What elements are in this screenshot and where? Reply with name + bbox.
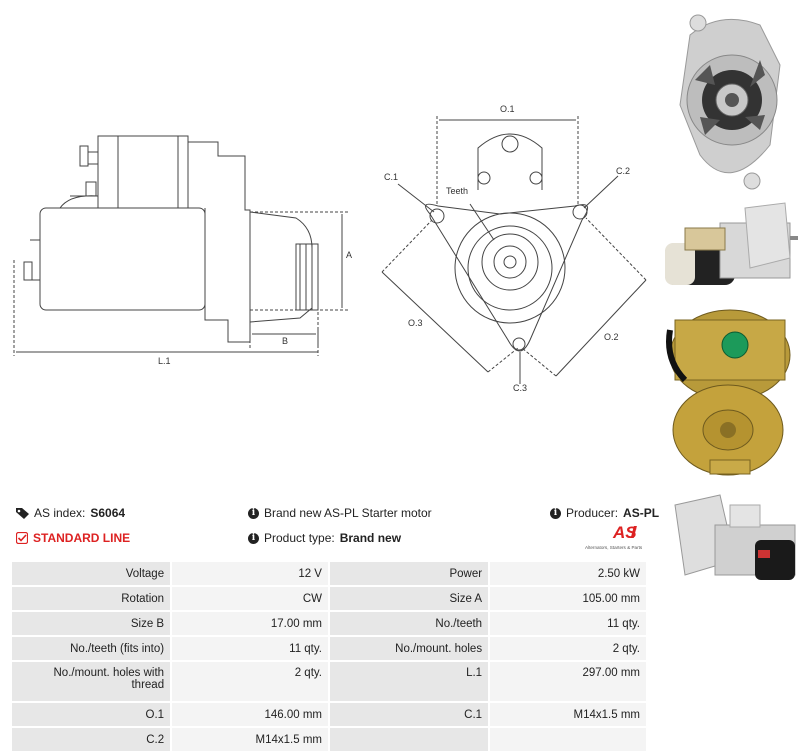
checkbox-checked-icon	[16, 532, 28, 544]
spec-label: Size A	[327, 585, 491, 612]
product-line-row: STANDARD LINE	[16, 531, 130, 545]
spec-label: Power	[327, 560, 491, 587]
spec-value: 12 V	[170, 560, 330, 587]
product-line-label: STANDARD LINE	[33, 531, 131, 545]
table-row: No./teeth (fits into) 11 qty. No./mount.…	[9, 635, 648, 662]
dimension-o3-label: O.3	[408, 318, 423, 328]
spec-label: No./mount. holes with thread	[9, 660, 173, 703]
as-index-value: S6064	[90, 506, 126, 520]
spec-value: 11 qty.	[488, 610, 648, 637]
table-row: No./mount. holes with thread 2 qty. L.1 …	[9, 660, 648, 703]
dimension-c2-label: C.2	[616, 166, 630, 176]
teeth-label: Teeth	[446, 186, 468, 196]
starter-photo-gold	[666, 309, 791, 476]
spec-label: O.1	[9, 701, 173, 728]
spec-label: No./mount. holes	[327, 635, 491, 662]
producer-label: Producer:	[566, 506, 619, 520]
dimension-o2-label: O.2	[604, 332, 619, 342]
info-icon: i	[550, 507, 561, 519]
spec-value: 2 qty.	[170, 660, 330, 703]
spec-value	[488, 726, 648, 753]
motor-body-outline	[39, 207, 206, 311]
product-type-label: Product type:	[264, 531, 335, 545]
dimension-c1-label: C.1	[384, 172, 398, 182]
spec-label: Voltage	[9, 560, 173, 587]
as-index-label: AS index:	[34, 506, 86, 520]
spec-label: L.1	[327, 660, 491, 703]
spec-value: M14x1.5 mm	[170, 726, 330, 753]
spec-label	[327, 726, 491, 753]
producer-value: AS-PL	[623, 506, 660, 520]
spec-label: No./teeth	[327, 610, 491, 637]
spec-value: 297.00 mm	[488, 660, 648, 703]
spec-value: 146.00 mm	[170, 701, 330, 728]
table-row: Rotation CW Size A 105.00 mm	[9, 585, 648, 612]
as-index-row: AS index: S6064	[16, 506, 125, 520]
description-row: i Brand new AS-PL Starter motor	[248, 506, 432, 520]
info-icon: i	[248, 532, 259, 544]
spec-value: 17.00 mm	[170, 610, 330, 637]
spec-label: C.2	[9, 726, 173, 753]
table-row: O.1 146.00 mm C.1 M14x1.5 mm	[9, 701, 648, 728]
product-description: Brand new AS-PL Starter motor	[264, 506, 432, 520]
spec-label: C.1	[327, 701, 491, 728]
table-row: Size B 17.00 mm No./teeth 11 qty.	[9, 610, 648, 637]
spec-value: M14x1.5 mm	[488, 701, 648, 728]
dimension-a-label: A	[346, 250, 352, 260]
spec-value: CW	[170, 585, 330, 612]
technical-drawing: A B L.1 O.1 O.2 O.3 C.1 C.2 C.3 Teeth	[13, 104, 647, 393]
spec-label: No./teeth (fits into)	[9, 635, 173, 662]
specs-table: Voltage 12 V Power 2.50 kW Rotation CW S…	[9, 560, 648, 753]
dimension-o1-label: O.1	[500, 104, 515, 114]
dimension-l1-label: L.1	[158, 356, 171, 366]
starter-photo-angle	[674, 494, 796, 580]
producer-row: i Producer: AS-PL	[550, 506, 659, 520]
spec-value: 2.50 kW	[488, 560, 648, 587]
as-pl-logo-mark: AS Alternators, Starters & Parts	[585, 523, 643, 550]
starter-photo-front	[679, 14, 781, 190]
table-row: C.2 M14x1.5 mm	[9, 726, 648, 753]
spec-value: 105.00 mm	[488, 585, 648, 612]
product-type-value: Brand new	[339, 531, 402, 545]
tag-icon	[16, 508, 29, 519]
dimension-c3-label: C.3	[513, 383, 527, 393]
spec-value: 11 qty.	[170, 635, 330, 662]
spec-value: 2 qty.	[488, 635, 648, 662]
starter-photo-side	[665, 202, 798, 285]
spec-label: Rotation	[9, 585, 173, 612]
as-pl-logo: AS Alternators, Starters & Parts	[583, 522, 653, 552]
logo-tagline: Alternators, Starters & Parts	[585, 545, 643, 550]
table-row: Voltage 12 V Power 2.50 kW	[9, 560, 648, 587]
spec-label: Size B	[9, 610, 173, 637]
product-photos	[660, 0, 800, 600]
info-icon: i	[248, 507, 259, 519]
dimension-b-label: B	[282, 336, 288, 346]
product-type-row: i Product type: Brand new	[248, 531, 401, 545]
